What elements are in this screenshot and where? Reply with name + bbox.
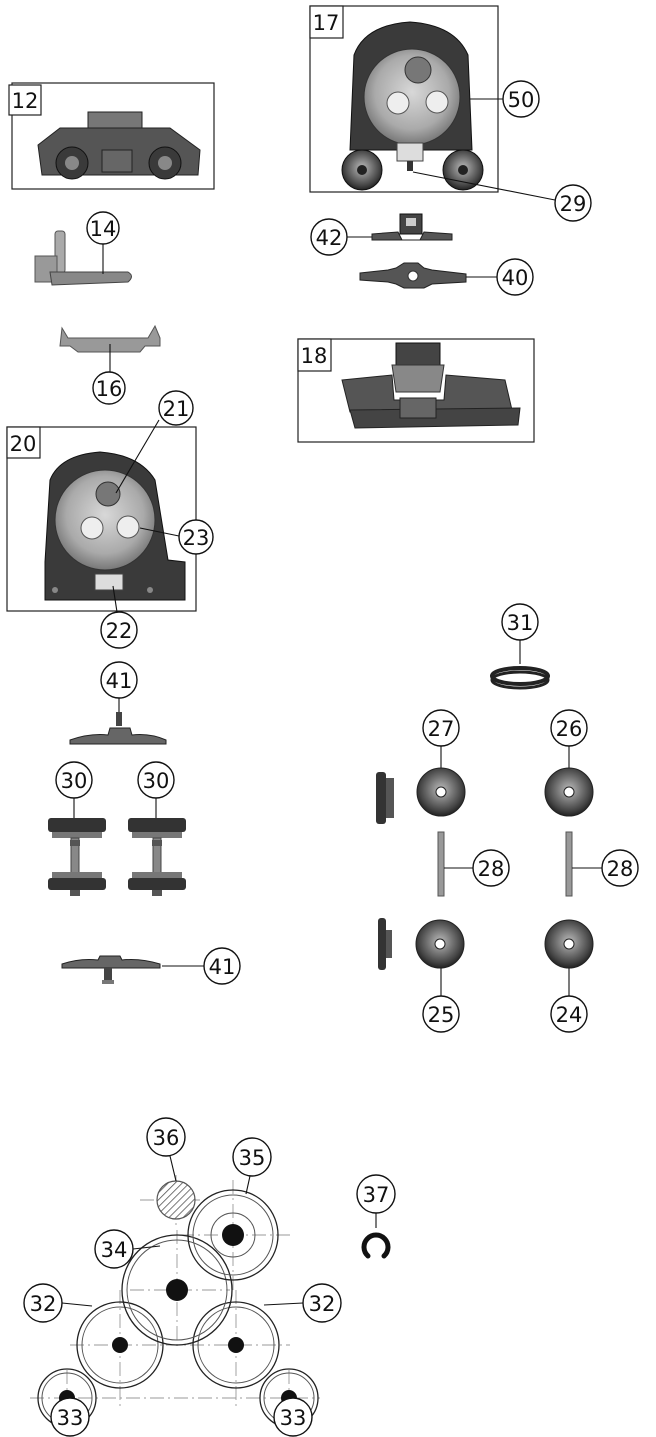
- wheel-icon: [416, 767, 466, 817]
- part-31: 31: [490, 603, 550, 690]
- axle-icon: [437, 831, 445, 897]
- motor-housing-icon: [44, 451, 186, 601]
- callout-50: 50: [508, 88, 535, 112]
- wheelset-icon: [48, 818, 106, 896]
- callout-24: 24: [556, 1003, 583, 1027]
- contact-plate-icon: [59, 324, 161, 353]
- part-29: 29: [412, 171, 592, 222]
- callout-21: 21: [163, 397, 190, 421]
- part-41-upper: 41: [69, 661, 167, 745]
- contact-plate-icon: [69, 712, 167, 745]
- motor-housing-icon: [341, 21, 484, 191]
- callout-30-left: 30: [61, 769, 88, 793]
- box-label-18: 18: [301, 344, 328, 368]
- part-28-right: 28: [565, 831, 639, 897]
- callout-41-lower: 41: [209, 955, 236, 979]
- part-27: 27: [376, 709, 466, 824]
- box-label-20: 20: [10, 432, 37, 456]
- gear-34: [121, 1234, 233, 1346]
- part-41-lower: 41: [61, 947, 241, 985]
- box-label-17: 17: [313, 11, 340, 35]
- callout-26: 26: [556, 717, 583, 741]
- part-28-left: 28: [437, 831, 510, 897]
- callout-28-right: 28: [607, 857, 634, 881]
- callout-23: 23: [183, 526, 210, 550]
- contact-plate-icon: [359, 262, 467, 289]
- callout-32-left: 32: [30, 1292, 57, 1316]
- traction-tyre-icon: [490, 666, 550, 690]
- callout-37: 37: [363, 1183, 390, 1207]
- callout-25: 25: [428, 1003, 455, 1027]
- wheel-icon: [415, 919, 465, 969]
- contact-plate-icon: [61, 955, 161, 984]
- part-25: 25: [378, 918, 465, 1033]
- part-42: 42: [310, 213, 453, 256]
- bogie-icon: [37, 111, 201, 180]
- part-box-20: 20 21 23: [6, 390, 214, 613]
- callout-28-left: 28: [478, 857, 505, 881]
- callout-31: 31: [507, 611, 534, 635]
- part-16: 16: [59, 324, 161, 405]
- gear-35: [187, 1189, 279, 1281]
- callout-33-right: 33: [280, 1406, 307, 1430]
- wheelset-icon: [128, 818, 186, 896]
- callout-41-upper: 41: [106, 669, 133, 693]
- gear-32-right: [192, 1301, 280, 1389]
- part-40: 40: [359, 258, 534, 296]
- callout-42: 42: [316, 226, 343, 250]
- callout-34: 34: [101, 1238, 128, 1262]
- callout-16: 16: [96, 377, 123, 401]
- callout-40: 40: [502, 266, 529, 290]
- gear-32-left: [76, 1301, 164, 1389]
- wheel-icon: [544, 919, 594, 969]
- wheel-icon: [376, 772, 394, 824]
- callout-14: 14: [90, 217, 117, 241]
- part-22: 22: [100, 611, 138, 649]
- callout-35: 35: [239, 1146, 266, 1170]
- axle-icon: [565, 831, 573, 897]
- part-14: 14: [34, 211, 132, 286]
- box-label-12: 12: [12, 89, 39, 113]
- contact-plate-icon: [371, 213, 453, 241]
- part-box-17: 17 50: [309, 5, 540, 193]
- part-24: 24: [544, 919, 594, 1033]
- part-30-right: 30: [128, 761, 186, 896]
- part-box-12: 12: [8, 82, 215, 190]
- gear-train-diagram: 36 35 34 32 32 33 33: [23, 1117, 342, 1437]
- callout-33-left: 33: [57, 1406, 84, 1430]
- part-26: 26: [544, 709, 594, 817]
- callout-30-right: 30: [143, 769, 170, 793]
- callout-36: 36: [153, 1126, 180, 1150]
- gear-36: [156, 1180, 196, 1220]
- part-box-18: 18: [297, 338, 535, 443]
- part-37: 37: [356, 1174, 396, 1259]
- circlip-icon: [361, 1232, 391, 1259]
- callout-29: 29: [560, 192, 587, 216]
- wheel-icon: [544, 767, 594, 817]
- bogie-icon: [341, 342, 521, 429]
- callout-22: 22: [106, 619, 133, 643]
- wheel-icon: [378, 918, 392, 970]
- contact-plate-icon: [34, 230, 132, 286]
- callout-32-right: 32: [309, 1292, 336, 1316]
- part-30-left: 30: [48, 761, 106, 896]
- callout-27: 27: [428, 717, 455, 741]
